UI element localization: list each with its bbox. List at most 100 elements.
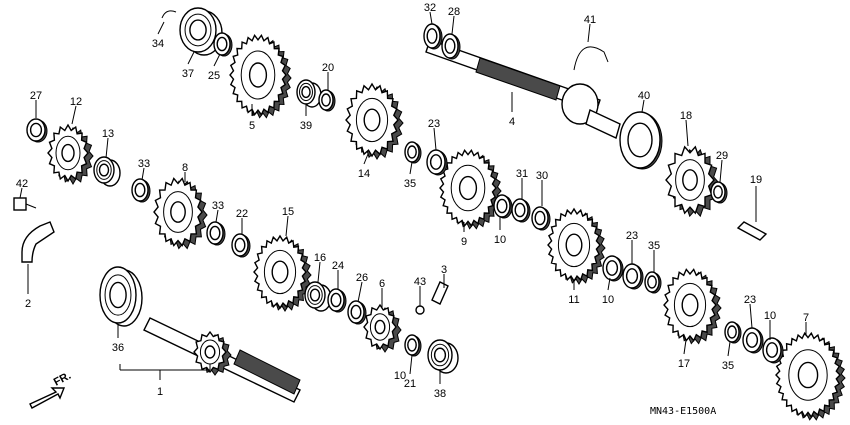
- part-number-label: 32: [424, 2, 436, 14]
- leader-line: [727, 341, 731, 357]
- ring-20: [318, 89, 336, 112]
- ring-31: [511, 198, 531, 223]
- front-direction-label: FR.: [52, 370, 73, 389]
- part-number-label: 35: [648, 240, 660, 252]
- part-number-label: 25: [208, 70, 220, 82]
- ring-23c: [742, 327, 764, 354]
- ring-33b: [206, 221, 226, 246]
- small-parts: [13, 10, 768, 315]
- part-number-label: 14: [358, 168, 370, 180]
- leader-line: [749, 303, 753, 329]
- ring-22: [231, 233, 251, 258]
- leader-line: [363, 153, 369, 165]
- part-number-label: 42: [16, 178, 28, 190]
- ring-21: [404, 334, 422, 357]
- part-number-label: 10: [602, 294, 614, 306]
- diagram-code: MN43-E1500A: [650, 406, 716, 417]
- leader-line: [285, 215, 289, 237]
- part-number-label: 29: [716, 150, 728, 162]
- part-number-label: 31: [516, 168, 528, 180]
- part-number-label: 36: [112, 342, 124, 354]
- part-number-label: 21: [404, 378, 416, 390]
- ring-25: [213, 32, 233, 57]
- part-number-label: 16: [314, 252, 326, 264]
- part-number-label: 19: [750, 174, 762, 186]
- part-number-label: 40: [638, 90, 650, 102]
- mainshaft-gear: [193, 330, 232, 376]
- part-number-label: 23: [626, 230, 638, 242]
- part-number-label: 38: [434, 388, 446, 400]
- leader-line: [317, 261, 321, 283]
- ring-40: [619, 111, 663, 170]
- ring-28: [441, 33, 461, 60]
- gear-6: [363, 303, 402, 353]
- leader-line: [719, 159, 723, 183]
- ring-26: [347, 300, 367, 325]
- leader-line: [157, 21, 165, 35]
- part-number-label: 7: [803, 312, 809, 324]
- part-number-label: 1: [157, 386, 163, 398]
- leader-line: [357, 281, 363, 303]
- ring-27: [26, 118, 48, 143]
- part-number-label: 2: [25, 298, 31, 310]
- part-number-label: 18: [680, 110, 692, 122]
- part-number-label: 35: [722, 360, 734, 372]
- bearing-37: [179, 7, 223, 56]
- bearing-38: [427, 339, 459, 374]
- part-number-label: 9: [461, 236, 467, 248]
- leader-line: [71, 105, 77, 125]
- part-number-label: 10: [764, 310, 776, 322]
- leader-line: [215, 209, 219, 223]
- part-number-label: 34: [152, 38, 164, 50]
- part-number-label: 30: [536, 170, 548, 182]
- part-number-label: 11: [568, 294, 579, 306]
- ring-29: [710, 181, 728, 204]
- ring-30: [531, 206, 551, 231]
- leader-line: [451, 15, 455, 35]
- part-number-label: 23: [428, 118, 440, 130]
- leader-line: [607, 277, 611, 291]
- front-direction-arrow: [29, 387, 66, 409]
- gear-5: [229, 33, 292, 119]
- part-number-label: 15: [282, 206, 294, 218]
- gear-8: [153, 177, 208, 250]
- gear-15: [253, 234, 312, 312]
- ring-23a: [426, 149, 448, 176]
- part-number-label: 20: [322, 62, 334, 74]
- part-number-label: 10: [494, 234, 506, 246]
- part-number-label: 35: [404, 178, 416, 190]
- part-number-label: 41: [584, 14, 596, 26]
- leader-line: [685, 119, 689, 147]
- ring-35b: [644, 271, 662, 294]
- part-number-label: 39: [300, 120, 312, 132]
- bearing-36: [99, 266, 143, 327]
- part-number-label: 6: [379, 278, 385, 290]
- part-number-label: 8: [182, 162, 188, 174]
- part-number-label: 10: [394, 370, 406, 382]
- part-number-label: 22: [236, 208, 248, 220]
- part-number-label: 33: [138, 158, 150, 170]
- part-number-label: 43: [414, 276, 426, 288]
- part-number-label: 5: [249, 120, 255, 132]
- gear-9: [439, 148, 502, 230]
- leader-line: [105, 137, 109, 159]
- sprocket-18: [665, 145, 720, 218]
- gear-7: [775, 331, 846, 421]
- leader-line: [187, 51, 195, 65]
- gear-14: [345, 82, 404, 160]
- leader-line: [683, 339, 687, 355]
- leader-line: [409, 161, 413, 175]
- ring-10a: [493, 194, 513, 219]
- leader-line: [429, 11, 433, 25]
- part-number-label: 17: [678, 358, 690, 370]
- ring-10b: [602, 255, 624, 282]
- gear-17: [663, 268, 722, 345]
- leader-line: [587, 23, 591, 43]
- part-number-label: 12: [70, 96, 82, 108]
- part-number-label: 13: [102, 128, 114, 140]
- part-number-label: 37: [182, 68, 194, 80]
- part-number-label: 23: [744, 294, 756, 306]
- leader-line: [409, 354, 413, 375]
- leader-line: [141, 167, 145, 181]
